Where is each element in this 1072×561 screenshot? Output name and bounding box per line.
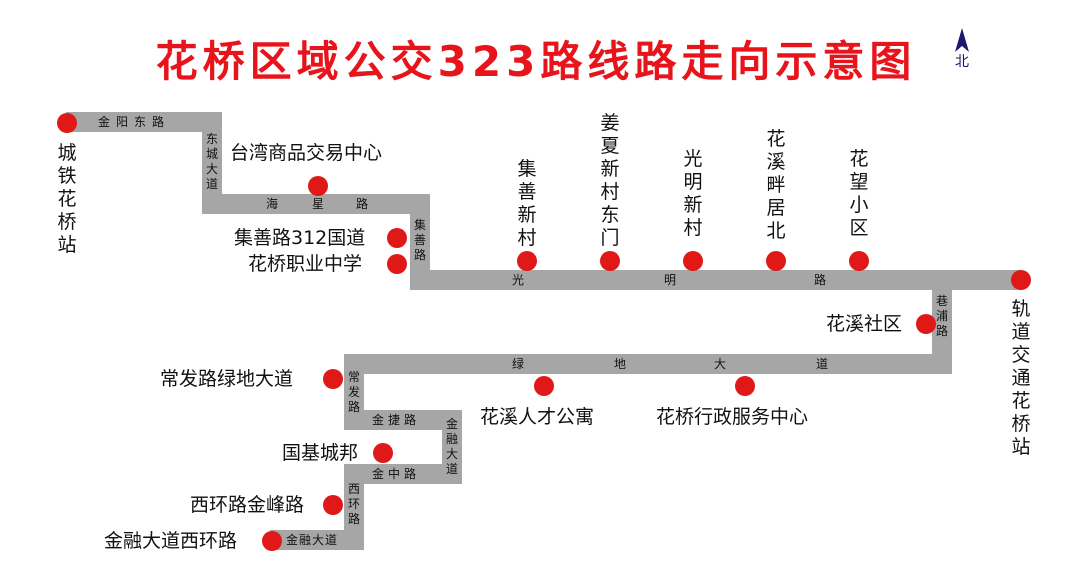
road-jinzhong	[344, 464, 462, 484]
stop-dot-jinrong-xihuan	[262, 531, 282, 551]
stop-label-admin-center: 花桥行政服务中心	[656, 406, 809, 428]
north-label: 北	[955, 54, 969, 70]
road-lvdi	[344, 354, 952, 374]
road-label-guangming-2: 明	[664, 273, 678, 287]
stop-label-chengtie: 城铁花桥站	[57, 142, 77, 256]
stop-dot-huaxi-rencai	[534, 376, 554, 396]
stop-label-huaxi-panju: 花溪畔居北	[766, 128, 786, 242]
road-label-jishan: 集善路	[413, 218, 426, 262]
stop-label-guangming-xincun: 光明新村	[683, 148, 703, 239]
road-haixing	[202, 194, 430, 214]
stop-dot-chengtie	[57, 113, 77, 133]
stop-dot-jishan-312	[387, 228, 407, 248]
road-xiangpu	[932, 270, 952, 374]
road-label-lvdi-3: 大	[714, 357, 728, 371]
stop-dot-changfa-lvdi	[323, 369, 343, 389]
stop-dot-jiangxia	[600, 251, 620, 271]
stop-dot-huaxi-panju	[766, 251, 786, 271]
road-label-jinrong-bottom: 金融大道	[286, 533, 339, 547]
road-label-haixing-3: 路	[356, 197, 370, 211]
stop-dot-jishan-xincun	[517, 251, 537, 271]
stop-label-huaxi-rencai: 花溪人才公寓	[480, 406, 595, 428]
stop-label-guidao: 轨道交通花桥站	[1011, 298, 1031, 458]
road-label-xiangpu: 巷浦路	[935, 294, 948, 338]
stop-label-guoji: 国基城邦	[282, 442, 359, 464]
stop-label-xihuan-jinfeng: 西环路金峰路	[190, 494, 305, 516]
stop-label-changfa-lvdi: 常发路绿地大道	[160, 368, 294, 390]
stop-dot-xihuan-jinfeng	[323, 495, 343, 515]
stop-dot-guidao	[1011, 270, 1031, 290]
road-dongcheng	[202, 112, 222, 214]
road-guangming	[410, 270, 1022, 290]
stop-label-huawang: 花望小区	[849, 148, 869, 239]
stop-label-jinrong-xihuan: 金融大道西环路	[104, 530, 238, 552]
road-label-guangming-1: 光	[512, 273, 526, 287]
north-arrow-icon	[955, 28, 969, 52]
road-xihuan	[344, 464, 364, 550]
road-label-changfa: 常发路	[347, 370, 360, 414]
stop-dot-huaqiao-school	[387, 254, 407, 274]
map-title: 花桥区域公交323路线路走向示意图	[155, 37, 917, 86]
road-label-jinyang-east: 金阳东路	[98, 115, 171, 129]
stop-dot-huaxi-shequ	[916, 314, 936, 334]
road-jinyang-east	[66, 112, 222, 132]
stop-label-huaxi-shequ: 花溪社区	[826, 313, 903, 335]
stop-label-jishan-312: 集善路312国道	[234, 227, 366, 249]
road-jinjie	[344, 410, 462, 430]
road-label-haixing-2: 星	[312, 197, 326, 211]
stop-dot-admin-center	[735, 376, 755, 396]
road-label-jinrong-avenue: 金融大道	[445, 417, 458, 476]
road-label-haixing-1: 海	[266, 197, 280, 211]
stop-label-taiwan: 台湾商品交易中心	[230, 142, 383, 164]
north-arrow: 北	[952, 28, 972, 70]
road-jishan	[410, 194, 430, 290]
road-label-lvdi-4: 道	[816, 357, 830, 371]
road-label-jinzhong: 金中路	[372, 467, 421, 481]
road-label-lvdi-2: 地	[614, 357, 628, 371]
stop-dot-huawang	[849, 251, 869, 271]
road-label-lvdi-1: 绿	[512, 357, 526, 371]
stop-label-jishan-xincun: 集善新村	[517, 158, 537, 249]
stop-dot-guoji	[373, 443, 393, 463]
stop-label-jiangxia: 姜夏新村东门	[600, 112, 620, 249]
stop-dot-guangming-xincun	[683, 251, 703, 271]
road-label-dongcheng: 东城大道	[205, 132, 218, 191]
stop-label-huaqiao-school: 花桥职业中学	[248, 253, 363, 275]
road-jinrong-bottom	[270, 530, 364, 550]
road-label-jinjie: 金捷路	[372, 413, 421, 427]
road-label-xihuan: 西环路	[347, 482, 360, 526]
stop-dot-taiwan	[308, 176, 328, 196]
road-label-guangming-3: 路	[814, 273, 828, 287]
